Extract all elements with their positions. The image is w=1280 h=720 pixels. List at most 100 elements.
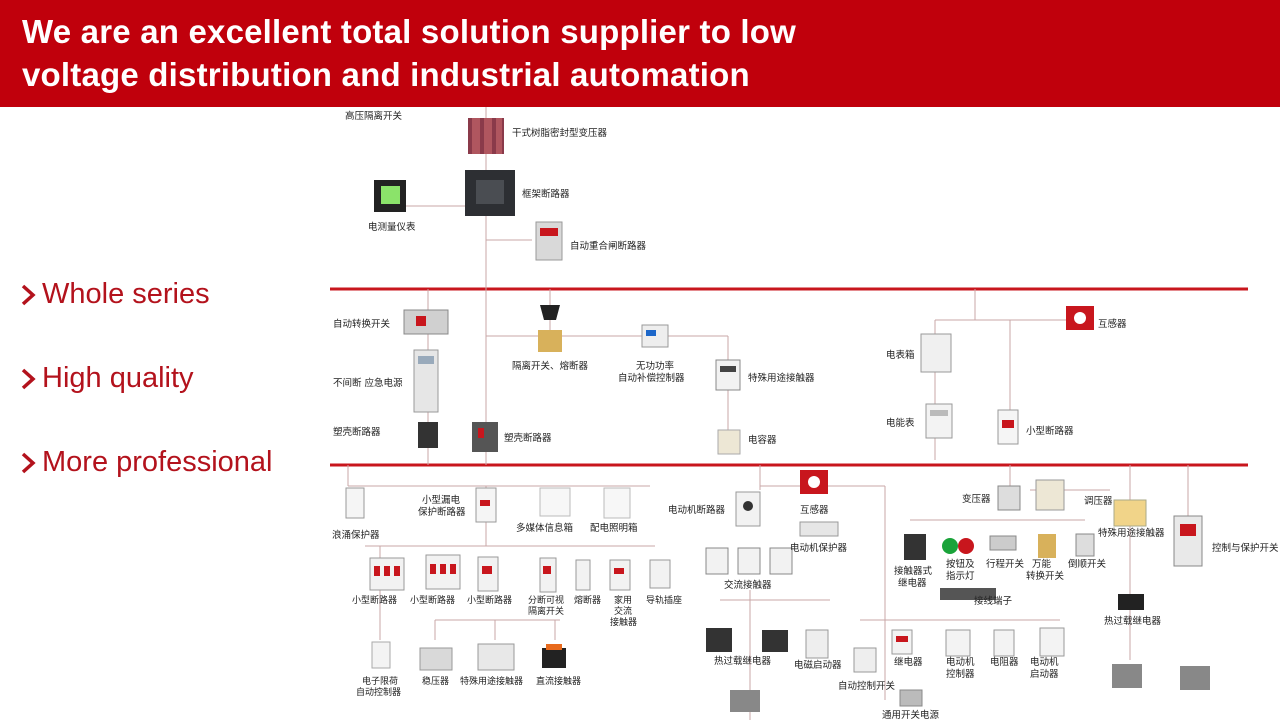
label-transformer: 干式树脂密封型变压器 (512, 127, 608, 139)
label-timer-1: 电子限荷 (362, 675, 398, 687)
label-timer-2: 自动控制器 (356, 686, 401, 698)
label-var-2: 自动补偿控制器 (618, 372, 685, 384)
label-mcb: 小型断路器 (1026, 425, 1074, 437)
label-breakable-2: 隔离开关 (528, 605, 564, 617)
label-contactor-relay-2: 继电器 (898, 577, 927, 589)
label-dc-contactor: 直流接触器 (536, 675, 581, 687)
hv-transformer-icon (468, 118, 504, 154)
feature-label: Whole series (42, 278, 210, 310)
label-auto-switch: 自动控制开关 (838, 680, 896, 692)
feature-item-high-quality: High quality (18, 362, 194, 395)
label-lighting-box: 配电照明箱 (590, 522, 638, 534)
media-box-icon (539, 487, 571, 517)
label-capacitor: 电容器 (748, 434, 777, 446)
label-relay: 继电器 (894, 656, 923, 668)
surge-protector-icon (345, 487, 365, 519)
label-home-3: 接触器 (610, 616, 637, 628)
ats-icon (403, 309, 449, 335)
label-thermal-relay-2: 热过载继电器 (1104, 615, 1162, 627)
chevron-right-icon (21, 368, 36, 389)
label-special-3: 特殊用途接触器 (1098, 527, 1165, 539)
label-breakable-1: 分断可视 (528, 594, 564, 606)
capacitor-icon (717, 429, 741, 455)
label-terminal: 接线端子 (974, 595, 1013, 607)
label-ac-contactor: 交流接触器 (724, 579, 772, 591)
chevron-right-icon (21, 284, 36, 305)
label-meter: 电测量仪表 (368, 221, 416, 233)
feature-item-whole-series: Whole series (18, 278, 210, 311)
label-resistor: 电阻器 (990, 656, 1019, 668)
feature-label: High quality (42, 362, 194, 394)
label-motor-start-2: 启动器 (1030, 668, 1059, 680)
label-var-1: 无功功率 (636, 360, 675, 372)
label-ct: 互感器 (1098, 318, 1127, 330)
label-special-2: 特殊用途接触器 (460, 675, 523, 687)
contactor-icon (715, 359, 741, 391)
label-mcb-2: 小型断路器 (410, 594, 455, 606)
label-motor-start-1: 电动机 (1030, 656, 1059, 668)
label-mcb-1: 小型断路器 (352, 594, 397, 606)
label-energy-meter: 电能表 (886, 417, 915, 429)
label-button-1: 按钮及 (946, 558, 975, 570)
feature-item-more-professional: More professional (18, 446, 273, 479)
label-special-contactor: 特殊用途接触器 (748, 372, 815, 384)
energy-meter-icon (925, 403, 953, 439)
label-meter-box: 电表箱 (886, 349, 915, 361)
meter-box-icon (920, 333, 952, 373)
label-mcb-3: 小型断路器 (467, 594, 512, 606)
label-recloser: 自动重合闸断路器 (570, 240, 647, 252)
mcb-icon (997, 409, 1019, 445)
label-isolator-fuse: 隔离开关、熔断器 (512, 360, 589, 372)
var-controller-icon (641, 324, 669, 348)
recloser-icon (535, 221, 563, 261)
mccb-icon (418, 422, 498, 452)
control-branch-icons (904, 479, 1210, 690)
label-surge: 浪涌保护器 (332, 529, 380, 541)
label-motor-cb: 电动机断路器 (668, 504, 726, 516)
label-regulator: 调压器 (1084, 496, 1113, 507)
label-mccb-left: 塑壳断路器 (333, 426, 381, 438)
label-ups: 不间断 应急电源 (333, 377, 403, 389)
label-mag-starter: 电磁启动器 (794, 659, 842, 671)
label-button-2: 指示灯 (946, 570, 975, 582)
title-banner: We are an excellent total solution suppl… (0, 0, 1280, 107)
label-ct-2: 互感器 (800, 504, 829, 516)
meter-icon (374, 180, 406, 212)
label-universal-1: 万能 (1032, 558, 1052, 570)
ups-icon (413, 349, 439, 413)
label-fuse: 熔断器 (574, 594, 601, 606)
feature-label: More professional (42, 446, 273, 478)
lighting-box-icon (603, 487, 631, 519)
lower-left-icons (371, 641, 566, 671)
label-hv-switch: 高压隔离开关 (345, 110, 403, 122)
label-rail-socket: 导轨插座 (646, 594, 682, 606)
label-rcbo-1: 小型漏电 (422, 494, 461, 506)
label-thermal-relay: 热过载继电器 (714, 655, 772, 667)
label-ats: 自动转换开关 (333, 318, 391, 330)
chevron-right-icon (21, 452, 36, 473)
motor-branch-icons (705, 470, 1065, 712)
label-limit-switch: 行程开关 (986, 558, 1025, 570)
label-universal-2: 转换开关 (1026, 570, 1065, 582)
label-acb: 框架断路器 (522, 188, 570, 200)
label-dimmer: 稳压器 (422, 675, 449, 687)
label-home-2: 交流 (614, 605, 632, 617)
label-psu: 通用开关电源 (882, 709, 940, 720)
label-transformer-2: 变压器 (962, 493, 991, 505)
isolator-icon (538, 305, 562, 352)
label-rcbo-2: 保护断路器 (418, 506, 466, 518)
label-mccb-center: 塑壳断路器 (504, 432, 552, 444)
label-home-1: 家用 (614, 594, 632, 606)
label-motor-ctrl-2: 控制器 (946, 668, 975, 680)
label-motor-ctrl-1: 电动机 (946, 656, 975, 668)
label-reverse-switch: 倒顺开关 (1068, 558, 1107, 570)
label-contactor-relay-1: 接触器式 (894, 565, 933, 577)
page-title: We are an excellent total solution suppl… (22, 13, 797, 93)
acb-icon (465, 170, 515, 216)
ct-icon (1066, 306, 1094, 330)
label-media-box: 多媒体信息箱 (516, 522, 573, 534)
label-motor-protector: 电动机保护器 (790, 542, 848, 554)
label-ctrl-protect: 控制与保护开关 (1212, 542, 1279, 554)
rcbo-icon (475, 487, 497, 523)
